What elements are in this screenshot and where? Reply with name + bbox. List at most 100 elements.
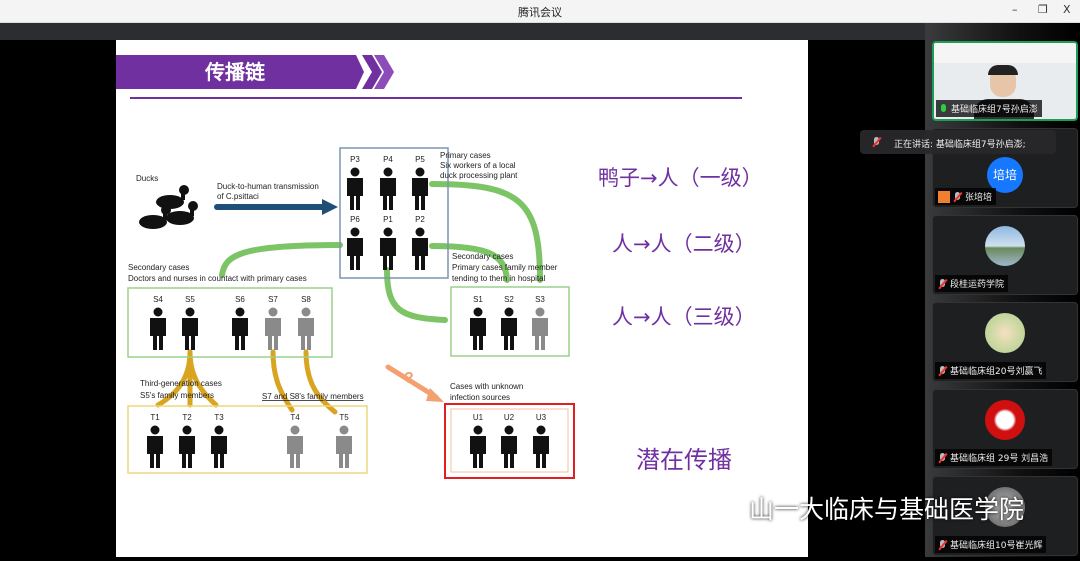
participant-name: 基础临床组10号崔光辉 — [950, 541, 1043, 551]
person-label: P4 — [383, 155, 393, 164]
title-bar: 腾讯会议 – ❐ X — [0, 0, 1080, 23]
person-head — [350, 227, 360, 237]
person-body — [336, 436, 352, 468]
person-body — [501, 436, 517, 468]
person-u3: U3 — [533, 413, 549, 468]
person-body — [287, 436, 303, 468]
person-head — [290, 425, 300, 435]
person-label: T1 — [150, 413, 160, 422]
chevron-icon — [362, 55, 382, 89]
person-head — [350, 167, 360, 177]
person-body — [147, 436, 163, 468]
third-box — [127, 405, 368, 474]
participant-list[interactable]: 基础临床组7号孙启澎 培培 张培培 段桂运药学院 基础临床组20号刘赢飞 基础临… — [925, 23, 1080, 557]
third-desc: S5's family members — [140, 391, 214, 400]
person-body — [347, 178, 363, 210]
latent-transmission-label: 潜在传播 — [636, 446, 732, 474]
person-head — [535, 307, 545, 317]
person-body — [412, 178, 428, 210]
restore-button[interactable]: ❐ — [1038, 3, 1048, 16]
person-body — [298, 318, 314, 350]
secondary-left-title: Secondary cases — [128, 263, 189, 272]
person-t3: T3 — [211, 413, 227, 468]
unknown-box — [444, 403, 575, 479]
person-head — [214, 425, 224, 435]
person-label: S7 — [268, 295, 278, 304]
participant-name: 基础临床组 29号 刘昌浩 — [950, 454, 1049, 464]
participant-name: 基础临床组20号刘赢飞 — [950, 367, 1043, 377]
person-s7: S7 — [265, 295, 281, 350]
participant-tile[interactable]: 基础临床组7号孙启澎 — [932, 41, 1078, 121]
duck-arrow-head — [322, 199, 338, 215]
unknown-arrow — [385, 364, 439, 400]
person-label: U3 — [536, 413, 547, 422]
watermark: 山一大临床与基础医学院 — [705, 490, 1024, 526]
person-p2: P2 — [412, 215, 428, 270]
secondary-left-desc: Doctors and nurses in countact with prim… — [128, 274, 307, 283]
person-s8: S8 — [298, 295, 314, 350]
secondary-right-desc: tending to them in hospital — [452, 274, 546, 283]
person-p5: P5 — [412, 155, 428, 210]
person-body — [182, 318, 198, 350]
green-arrow — [219, 242, 343, 278]
participant-tile[interactable]: 段桂运药学院 — [932, 215, 1078, 295]
person-label: T2 — [182, 413, 192, 422]
minimize-button[interactable]: – — [1012, 3, 1018, 16]
speaking-text: 正在讲话: 基础临床组7号孙启澎; — [894, 140, 1026, 150]
arrows — [155, 181, 543, 415]
primary-title: Primary cases — [440, 151, 491, 160]
speaking-indicator: 正在讲话: 基础临床组7号孙启澎; — [860, 130, 1056, 154]
person-head — [536, 425, 546, 435]
person-label: T3 — [214, 413, 224, 422]
participant-tile[interactable]: 基础临床组 29号 刘昌浩 — [932, 389, 1078, 469]
mic-muted-icon — [938, 365, 947, 376]
avatar — [985, 487, 1025, 527]
primary-desc: Six workers of a local — [440, 161, 516, 170]
secondary-right-title: Secondary cases — [452, 252, 513, 261]
person-head — [339, 425, 349, 435]
participant-tile[interactable]: 基础临床组10号崔光辉 — [932, 476, 1078, 556]
participant-tile[interactable]: 基础临床组20号刘赢飞 — [932, 302, 1078, 382]
person-label: T5 — [339, 413, 349, 422]
person-head — [153, 307, 163, 317]
person-label: P3 — [350, 155, 360, 164]
window-title: 腾讯会议 — [518, 6, 562, 19]
person-body — [470, 318, 486, 350]
mic-muted-icon — [938, 278, 947, 289]
person-body — [265, 318, 281, 350]
person-body — [232, 318, 248, 350]
level-1-label: 鸭子→人（一级） — [598, 166, 763, 190]
person-body — [501, 318, 517, 350]
person-t4: T4 — [287, 413, 303, 468]
wechat-logo-icon — [706, 497, 739, 519]
user-icon — [938, 190, 950, 203]
mic-icon — [872, 137, 881, 147]
person-head — [185, 307, 195, 317]
person-t5: T5 — [336, 413, 352, 468]
participant-name: 基础临床组7号孙启澎 — [951, 105, 1038, 115]
person-body — [150, 318, 166, 350]
title-banner — [116, 55, 364, 89]
person-head — [383, 167, 393, 177]
person-label: U1 — [473, 413, 484, 422]
person-p4: P4 — [380, 155, 396, 210]
person-head — [504, 425, 514, 435]
person-body — [533, 436, 549, 468]
gold-arrow — [303, 349, 338, 415]
person-t1: T1 — [147, 413, 163, 468]
person-label: S2 — [504, 295, 514, 304]
person-head — [268, 307, 278, 317]
secondary-right-desc: Primary cases family member — [452, 263, 558, 272]
person-t2: T2 — [179, 413, 195, 468]
person-p6: P6 — [347, 215, 363, 270]
person-body — [532, 318, 548, 350]
close-button[interactable]: X — [1063, 3, 1071, 16]
ducks-label: Ducks — [136, 174, 158, 183]
s7s8-family-label: S7 and S8's family members — [262, 392, 364, 401]
person-label: S3 — [535, 295, 545, 304]
person-label: P2 — [415, 215, 425, 224]
gold-arrow — [187, 349, 219, 408]
avatar — [985, 226, 1025, 266]
question-mark: ? — [404, 370, 414, 387]
meeting-toolbar — [0, 23, 925, 40]
